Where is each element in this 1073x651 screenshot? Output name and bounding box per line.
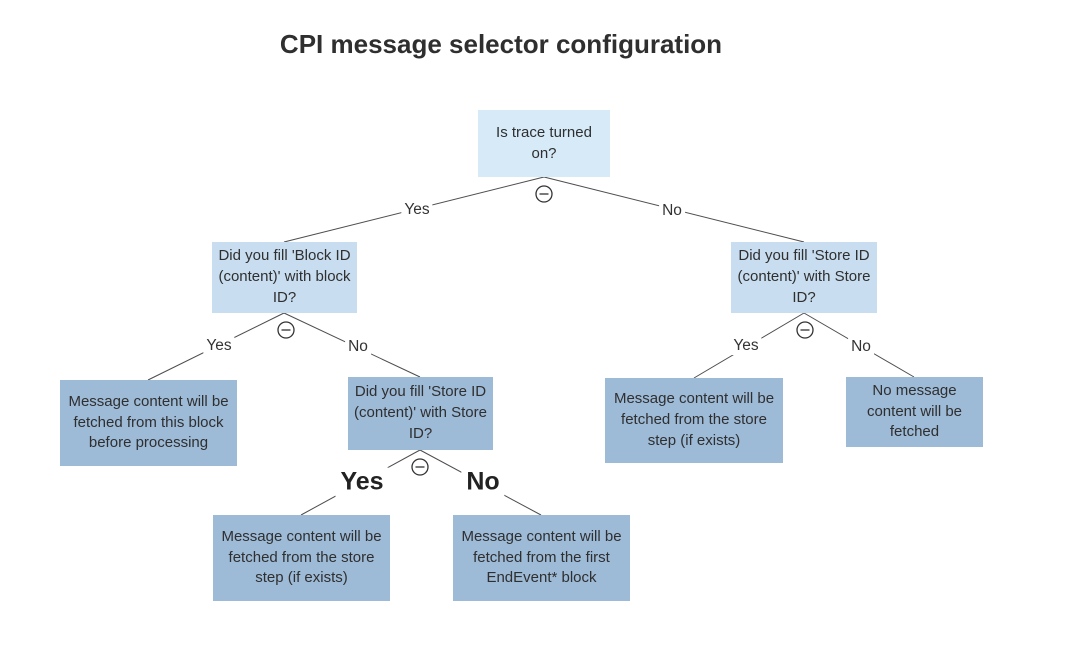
node-question-store-id-left: Did you fill 'Store ID (content)' with S…	[348, 377, 493, 450]
node-question-block-id: Did you fill 'Block ID (content)' with b…	[212, 242, 357, 313]
node-question-store-id-right: Did you fill 'Store ID (content)' with S…	[731, 242, 877, 313]
minus-circle-icon[interactable]	[796, 321, 814, 339]
edge-label-root-yes: Yes	[401, 201, 433, 219]
page-title: CPI message selector configuration	[279, 29, 723, 59]
node-root-question: Is trace turned on?	[478, 110, 610, 177]
edge-label-block-yes: Yes	[203, 337, 235, 355]
edge-label-block-no: No	[345, 338, 371, 356]
node-leaf-store-step-right: Message content will be fetched from the…	[605, 378, 783, 463]
node-leaf-no-content: No message content will be fetched	[846, 377, 983, 447]
minus-circle-icon[interactable]	[277, 321, 295, 339]
edge-label-store-left-no: No	[461, 467, 505, 497]
node-leaf-store-step-left: Message content will be fetched from the…	[213, 515, 390, 601]
edge-label-root-no: No	[659, 202, 685, 220]
edge-label-right-no: No	[848, 338, 874, 356]
minus-circle-icon[interactable]	[411, 458, 429, 476]
minus-circle-icon[interactable]	[535, 185, 553, 203]
edge-label-store-left-yes: Yes	[335, 467, 389, 497]
edge-label-right-yes: Yes	[730, 337, 762, 355]
node-leaf-endevent: Message content will be fetched from the…	[453, 515, 630, 601]
node-leaf-block-fetch: Message content will be fetched from thi…	[60, 380, 237, 466]
